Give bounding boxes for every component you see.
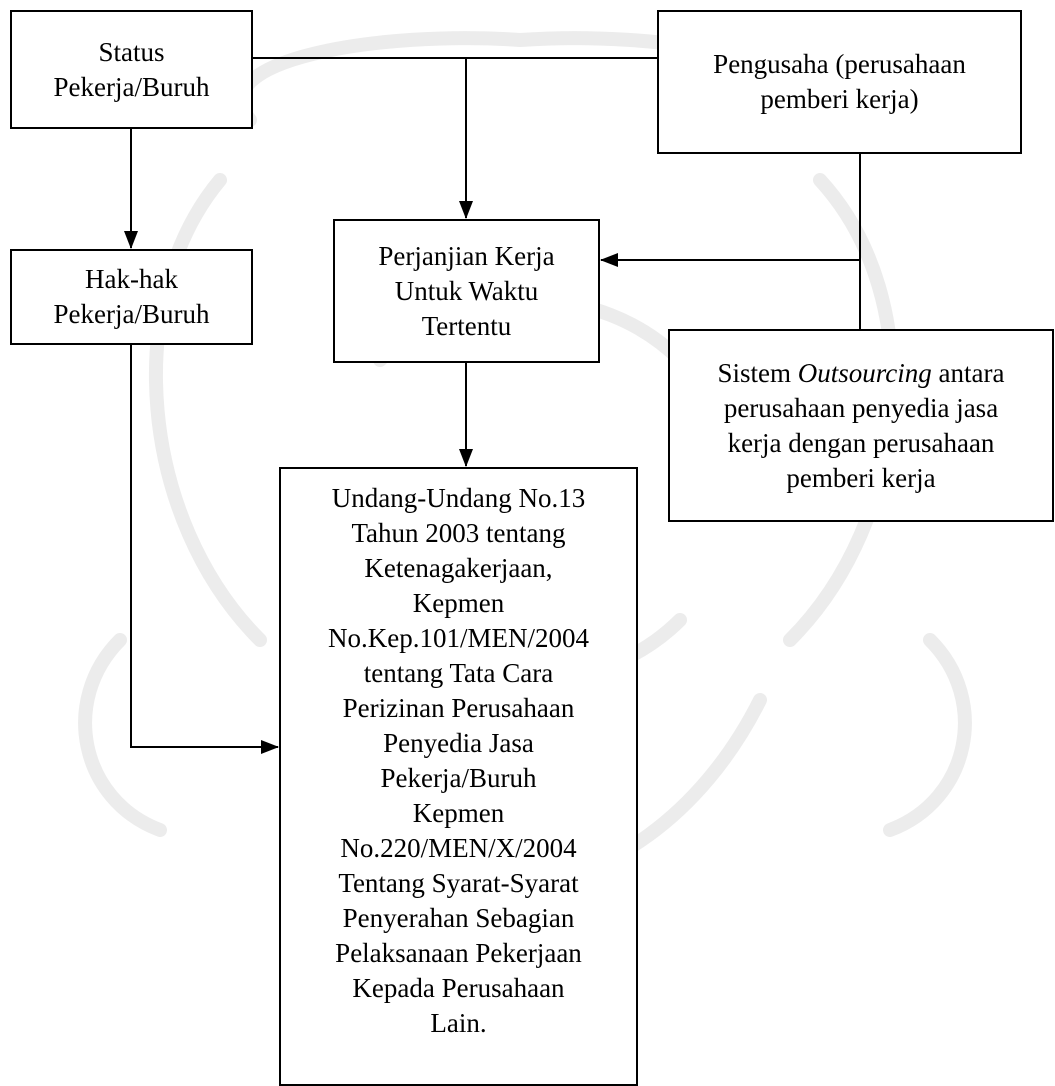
node-text-italic: Outsourcing xyxy=(797,357,932,388)
node-text-line: pemberi kerja) xyxy=(760,84,919,114)
node-sistem-outsourcing: Sistem Outsourcing antara perusahaan pen… xyxy=(668,329,1054,522)
node-text-line: Status xyxy=(98,36,165,67)
node-text-line: No.Kep.101/MEN/2004 xyxy=(328,623,589,653)
node-text-line: pemberi kerja xyxy=(786,462,936,493)
node-text-suffix: antara xyxy=(931,357,1005,388)
node-text-line: Pekerja/Buruh xyxy=(380,763,537,793)
node-text-line: Lain. xyxy=(430,1008,487,1038)
node-text-line: tentang Tata Cara xyxy=(363,658,554,688)
node-text-line: Ketenagakerjaan, xyxy=(364,553,553,583)
node-text-line: Kepmen xyxy=(412,798,505,828)
node-text-line: Sistem Outsourcing antara xyxy=(718,356,1005,391)
node-text-line: Penyerahan Sebagian xyxy=(342,903,575,933)
node-text-line: kerja dengan perusahaan xyxy=(727,427,995,458)
connector-hak-undang xyxy=(130,345,279,754)
node-text-line: Hak-hak xyxy=(85,264,178,294)
node-text-line: Undang-Undang No.13 xyxy=(331,483,586,513)
node-text-line: Tertentu xyxy=(421,310,512,341)
node-status-pekerja: Status Pekerja/Buruh xyxy=(10,10,253,129)
node-text-line: Pekerja/Buruh xyxy=(53,299,210,329)
node-text-line: Untuk Waktu xyxy=(394,275,539,306)
node-text-line: Tahun 2003 tentang xyxy=(351,518,566,548)
node-text-line: Penyedia Jasa xyxy=(383,728,534,758)
node-text-line: Pengusaha (perusahaan xyxy=(713,49,966,79)
node-text-line: Perizinan Perusahaan xyxy=(342,693,575,723)
node-text-prefix: Sistem xyxy=(717,357,798,388)
node-text-line: Perjanjian Kerja xyxy=(378,240,555,271)
node-text-line: Kepada Perusahaan xyxy=(352,973,565,1003)
node-undang-undang: Undang-Undang No.13 Tahun 2003 tentang K… xyxy=(279,467,638,1086)
node-text-line: Pelaksanaan Pekerjaan xyxy=(335,938,582,968)
node-text-line: No.220/MEN/X/2004 xyxy=(340,833,577,863)
node-text-line: Pekerja/Buruh xyxy=(53,71,210,102)
node-perjanjian-kerja: Perjanjian Kerja Untuk Waktu Tertentu xyxy=(333,219,600,363)
node-text-line: perusahaan penyedia jasa xyxy=(723,392,999,423)
node-pengusaha: Pengusaha (perusahaan pemberi kerja) xyxy=(657,10,1022,154)
node-text-line: Kepmen xyxy=(412,588,505,618)
node-hak-pekerja: Hak-hak Pekerja/Buruh xyxy=(10,249,253,345)
node-text-line: Tentang Syarat-Syarat xyxy=(338,868,579,898)
